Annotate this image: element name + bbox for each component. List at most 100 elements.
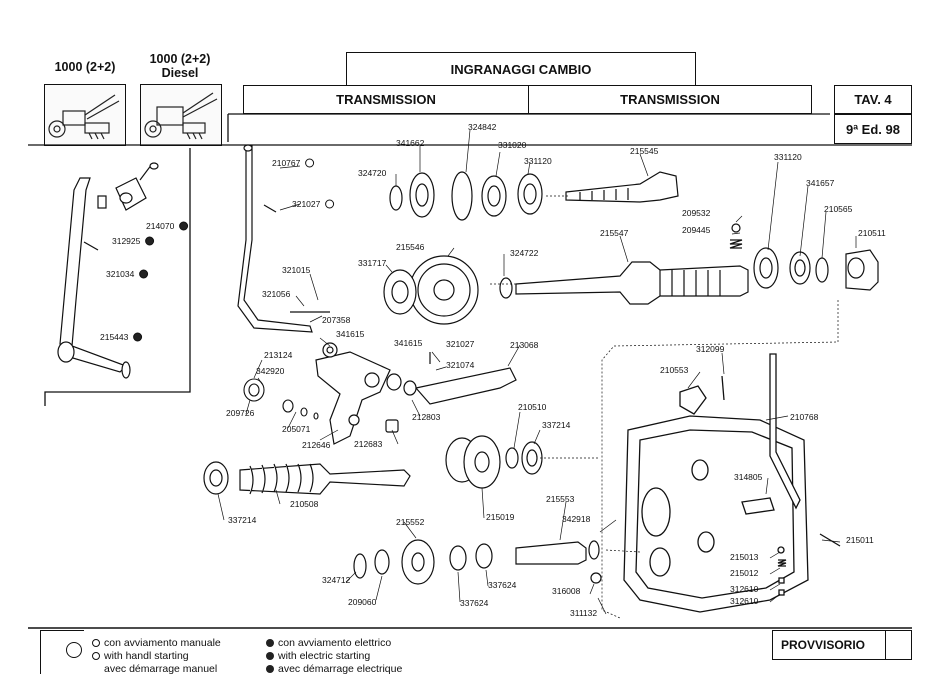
part-number-210553: 210553 bbox=[660, 365, 689, 375]
status-label: PROVVISORIO bbox=[773, 631, 886, 659]
part-number-215013: 215013 bbox=[730, 552, 759, 562]
part-number-214070: 214070 bbox=[146, 221, 175, 231]
part-number-337214: 337214 bbox=[228, 515, 257, 525]
gear-215546 bbox=[383, 255, 479, 325]
part-number-210508: 210508 bbox=[290, 499, 319, 509]
part-number-210565: 210565 bbox=[824, 204, 853, 214]
subtitle-box-left: TRANSMISSION bbox=[243, 85, 529, 114]
tiller-illustration bbox=[144, 92, 218, 140]
inset-panel-frame bbox=[44, 148, 191, 406]
part-number-215545: 215545 bbox=[630, 146, 659, 156]
part-number-215019: 215019 bbox=[486, 512, 515, 522]
gear-cluster-215019 bbox=[445, 435, 543, 489]
tiller-thumbnail-diesel bbox=[140, 84, 222, 146]
part-number-342918: 342918 bbox=[562, 514, 591, 524]
part-number-324712: 324712 bbox=[322, 575, 351, 585]
part-number-215552: 215552 bbox=[396, 517, 425, 527]
bearing-row-right bbox=[729, 223, 879, 291]
legend-electric: con avviamento elettrico with electric s… bbox=[266, 637, 402, 676]
pin bbox=[263, 204, 277, 213]
bearing-row-top bbox=[389, 171, 543, 221]
tiller-thumbnail-petrol bbox=[44, 84, 126, 146]
needle-bearing bbox=[449, 545, 467, 571]
part-number-311132: 311132 bbox=[570, 608, 597, 618]
shift-plate bbox=[386, 352, 517, 405]
washer bbox=[505, 447, 519, 469]
model-name: 1000 (2+2) bbox=[149, 52, 211, 66]
part-number-321015: 321015 bbox=[282, 265, 311, 275]
spacer bbox=[92, 665, 100, 673]
rod-210768 bbox=[769, 353, 801, 510]
electric-start-marker bbox=[139, 269, 149, 279]
part-number-312099: 312099 bbox=[696, 344, 725, 354]
filled-circle-icon bbox=[266, 665, 274, 673]
part-number-212803: 212803 bbox=[412, 412, 441, 422]
part-number-331717: 331717 bbox=[358, 258, 387, 268]
tiller-illustration bbox=[48, 94, 120, 140]
washer bbox=[590, 572, 602, 584]
table-ref: TAV. 4 bbox=[854, 92, 892, 107]
starter-rope-icon bbox=[66, 642, 82, 658]
electric-start-marker bbox=[133, 332, 143, 342]
part-number-205071: 205071 bbox=[282, 424, 311, 434]
part-number-209726: 209726 bbox=[226, 408, 255, 418]
manual-start-marker bbox=[325, 199, 335, 209]
part-number-209532: 209532 bbox=[682, 208, 711, 218]
legend-manual-it: con avviamento manuale bbox=[92, 637, 221, 650]
shift-fork bbox=[315, 342, 399, 445]
part-number-324720: 324720 bbox=[358, 168, 387, 178]
lever-end bbox=[121, 361, 131, 379]
circlip bbox=[588, 540, 600, 560]
legend-box bbox=[40, 630, 84, 674]
part-number-341662: 341662 bbox=[396, 138, 425, 148]
gear-lever-assembly bbox=[57, 162, 159, 379]
part-number-215011: 215011 bbox=[846, 535, 874, 545]
part-number-341615: 341615 bbox=[336, 329, 365, 339]
main-shaft-215547 bbox=[499, 261, 749, 305]
part-number-331120: 331120 bbox=[774, 152, 802, 162]
model-label-petrol: 1000 (2+2) bbox=[45, 60, 125, 74]
part-number-324842: 324842 bbox=[468, 122, 497, 132]
filled-circle-icon bbox=[266, 652, 274, 660]
part-number-312925: 312925 bbox=[112, 236, 141, 246]
leader-lines bbox=[217, 129, 857, 619]
part-number-210767: 210767 bbox=[272, 158, 301, 168]
pad bbox=[385, 419, 399, 433]
gear-group-215552 bbox=[353, 539, 602, 585]
part-number-213124: 213124 bbox=[264, 350, 293, 360]
model-variant: Diesel bbox=[161, 66, 199, 80]
part-number-321056: 321056 bbox=[262, 289, 291, 299]
part-number-207358: 207358 bbox=[322, 315, 351, 325]
legend-electric-en: with electric starting bbox=[266, 650, 402, 663]
edition: 9ª Ed. 98 bbox=[846, 121, 900, 137]
part-number-215553: 215553 bbox=[546, 494, 575, 504]
part-number-210510: 210510 bbox=[518, 402, 547, 412]
legend-manual-en: with handl starting bbox=[92, 650, 221, 663]
part-labels: 2107673210272140703129253210342154433210… bbox=[100, 122, 886, 618]
detent-parts bbox=[243, 378, 319, 420]
legend-electric-it: con avviamento elettrico bbox=[266, 637, 402, 650]
circlip bbox=[499, 277, 513, 299]
screw bbox=[97, 195, 107, 209]
part-number-314805: 314805 bbox=[734, 472, 763, 482]
part-number-312610: 312610 bbox=[730, 584, 759, 594]
part-number-213068: 213068 bbox=[510, 340, 539, 350]
open-circle-icon bbox=[92, 639, 100, 647]
legend-manual: con avviamento manuale with handl starti… bbox=[92, 637, 221, 676]
table-ref-box: TAV. 4 bbox=[834, 85, 912, 114]
washer bbox=[374, 549, 390, 575]
legend-electric-fr: avec démarrage electrique bbox=[266, 663, 402, 676]
part-number-215546: 215546 bbox=[396, 242, 425, 252]
part-number-331020: 331020 bbox=[498, 140, 527, 150]
part-number-209445: 209445 bbox=[682, 225, 711, 235]
selector-lever bbox=[237, 144, 330, 333]
open-circle-icon bbox=[92, 652, 100, 660]
screw-312099 bbox=[721, 375, 725, 401]
washer bbox=[353, 553, 367, 579]
subtitle-left: TRANSMISSION bbox=[336, 92, 436, 107]
part-number-321027: 321027 bbox=[446, 339, 475, 349]
drive-shaft-215545 bbox=[565, 171, 679, 203]
part-number-212683: 212683 bbox=[354, 439, 383, 449]
subtitle-box-right: TRANSMISSION bbox=[528, 85, 812, 114]
